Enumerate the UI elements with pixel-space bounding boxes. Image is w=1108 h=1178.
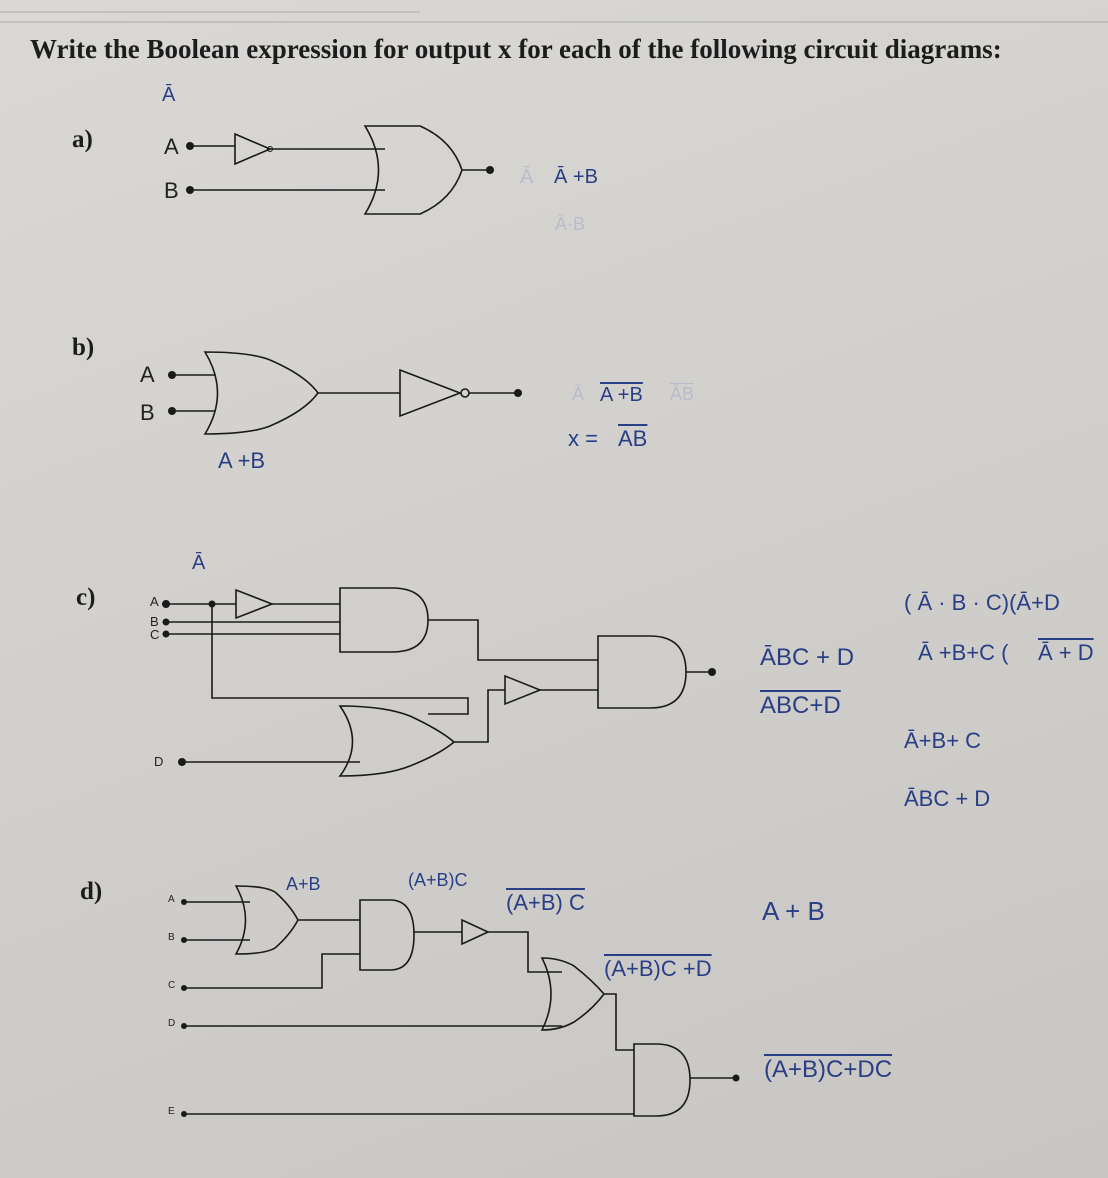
note-b-x-lhs: x = [568, 426, 598, 451]
pin-a-label: A [168, 894, 175, 905]
note-d-or1: A+B [286, 874, 321, 894]
note-b-faint: Ā [572, 384, 585, 404]
circuit-a [190, 125, 490, 215]
note-d-or2: (A+B)C +D [604, 956, 712, 981]
pin-b-label: B [168, 932, 175, 943]
part-d-label: d) [80, 878, 103, 905]
part-a-label: a) [72, 126, 93, 153]
pin-d-label: D [168, 1018, 176, 1029]
note-b-x-rhs: AB [618, 426, 648, 451]
pin-d-label: D [154, 754, 164, 769]
note-c-side3: Ā+B+ C [904, 728, 982, 753]
circuit-b [172, 351, 518, 435]
pin-a-label: A [164, 134, 179, 159]
note-c-side4: ĀBC + D [904, 786, 991, 811]
pin-b-label: B [150, 614, 159, 629]
and-gate-c2 [597, 635, 687, 709]
note-c-line2: ABC+D [760, 692, 841, 719]
note-c-side1: ( Ā · B · C)(Ā+D [904, 590, 1060, 615]
note-a-faint-below: Ā·B [555, 214, 586, 234]
and-gate-d1 [359, 899, 415, 971]
pin-e-label: E [168, 1106, 175, 1117]
note-c-above: Ā [192, 552, 206, 574]
pin-c-label: C [168, 980, 176, 991]
note-d-and1: (A+B)C [408, 870, 468, 890]
pin-c-label: C [150, 627, 160, 642]
note-d-right: A + B [762, 896, 825, 926]
nor-inverter-b [399, 368, 463, 418]
note-c-line1: ĀBC + D [760, 644, 855, 671]
circuit-c [166, 587, 712, 777]
or-gate-a [363, 125, 463, 215]
and-gate-d2 [633, 1043, 691, 1117]
pin-b-label: B [140, 400, 155, 425]
note-a-faint: Ā [520, 166, 534, 188]
note-a-above: Ā [162, 84, 176, 106]
question-text: Write the Boolean expression for output … [30, 34, 1002, 64]
note-d-inverter: (A+B) C [506, 890, 585, 915]
or-gate-d2 [540, 957, 606, 1031]
pin-b-label: B [164, 178, 179, 203]
or-gate-b [203, 351, 319, 435]
or-gate-c [338, 705, 456, 777]
note-c-side2-rhs: Ā + D [1038, 640, 1094, 665]
or-gate-d1 [234, 885, 299, 955]
pin-a-label: A [150, 594, 159, 609]
and-gate-c1 [339, 587, 429, 653]
pin-a-label: A [140, 362, 155, 387]
note-d-final: (A+B)C+DC [764, 1056, 893, 1083]
note-c-side2-lhs: Ā +B+C ( [918, 640, 1009, 665]
circuit-d [184, 885, 736, 1117]
note-b-answer: A +B [600, 384, 643, 406]
note-b-faint2: ĀB [670, 384, 695, 404]
part-b-label: b) [72, 334, 95, 361]
part-c-label: c) [76, 584, 96, 611]
note-a-answer: Ā +B [554, 166, 598, 188]
note-b-or-output: A +B [218, 448, 266, 473]
not-gate-a [234, 132, 273, 166]
